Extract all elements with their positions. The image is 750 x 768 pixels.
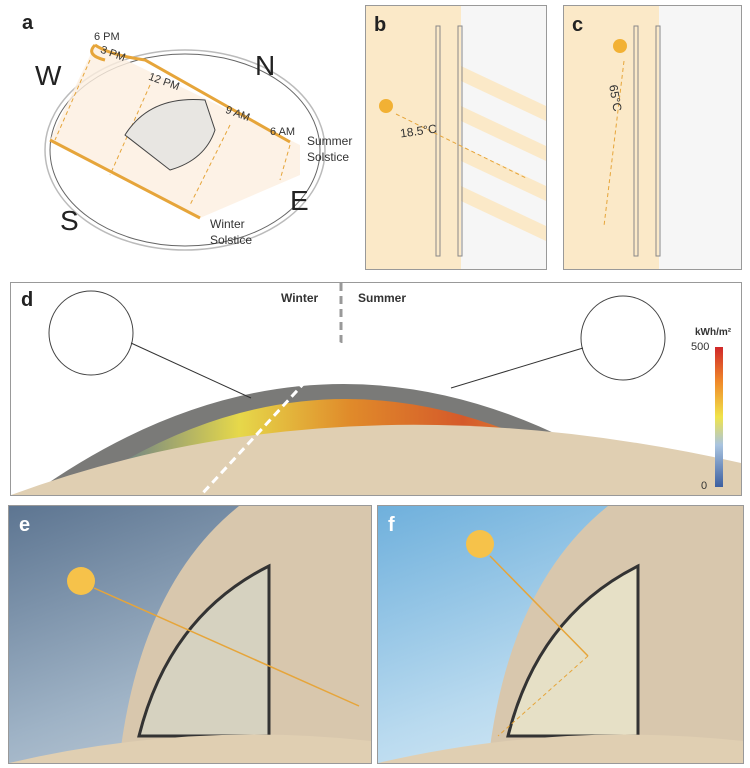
colorbar (715, 347, 723, 487)
summer-cell-detail (580, 295, 666, 381)
sun-icon (67, 567, 95, 595)
panel-a-sun-path: N E S W a 6 PM 3 PM 12 PM 9 AM 6 AM Summ… (0, 0, 360, 270)
colorbar-max: 500 (691, 341, 710, 353)
panel-label-c: c (572, 14, 584, 36)
panel-label-b: b (374, 14, 387, 36)
summer-solstice-label: Summer Solstice (307, 134, 353, 164)
winter-label: Winter (281, 291, 319, 305)
panel-label-d: d (21, 289, 34, 311)
panel-label-a: a (22, 12, 34, 34)
time-label: 6 PM (94, 31, 120, 43)
panel-d-irradiance: d Winter Summer kWh/m² 500 0 (10, 282, 742, 496)
sun-icon (379, 99, 393, 113)
time-label: 6 AM (270, 126, 296, 138)
sun-icon (466, 530, 494, 558)
panel-label-e: e (19, 514, 31, 536)
colorbar-min: 0 (701, 480, 708, 492)
panel-e-winter-render: e (8, 505, 372, 764)
direction-n: N (255, 50, 275, 81)
sun-path-diagram: N E S W (35, 43, 326, 251)
winter-solstice-label: Winter Solstice (210, 217, 253, 247)
panel-c-summer-shading: c 65°C (563, 5, 742, 270)
sun-icon (613, 39, 627, 53)
direction-s: S (60, 205, 79, 236)
panel-label-f: f (388, 514, 395, 536)
summer-label: Summer (358, 291, 407, 305)
winter-cell-detail (48, 290, 134, 376)
panel-b-winter-shading: b 18.5°C (365, 5, 547, 270)
panel-f-summer-render: f (377, 505, 744, 764)
direction-w: W (35, 60, 62, 91)
direction-e: E (290, 185, 309, 216)
colorbar-unit: kWh/m² (695, 327, 732, 338)
